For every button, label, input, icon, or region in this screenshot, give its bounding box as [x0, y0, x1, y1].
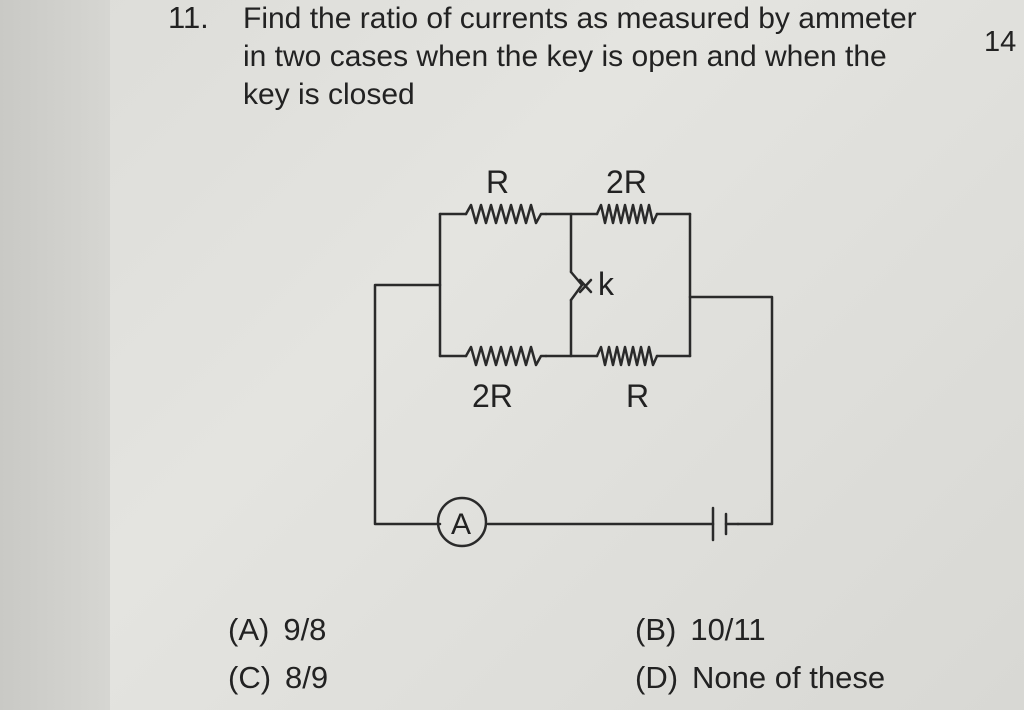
option-d[interactable]: (D) None of these — [635, 660, 885, 696]
option-b[interactable]: (B) 10/11 — [635, 612, 766, 648]
ammeter-icon — [436, 496, 488, 548]
label-key: k — [598, 266, 615, 302]
key-switch-icon — [569, 270, 584, 302]
resistor-top-left-icon — [464, 203, 548, 225]
key-cross-icon — [578, 278, 593, 294]
resistor-bottom-left-icon — [464, 345, 548, 367]
option-a-label: (A) — [228, 612, 270, 647]
option-c-label: (C) — [228, 660, 272, 695]
label-top-left-resistor: R — [486, 164, 509, 200]
question-line-1: Find the ratio of currents as measured b… — [243, 2, 917, 35]
option-c-text: 8/9 — [285, 660, 329, 695]
label-ammeter: A — [451, 508, 471, 541]
label-top-right-resistor: 2R — [606, 164, 647, 200]
question-line-2: in two cases when the key is open and wh… — [243, 40, 887, 73]
option-d-label: (D) — [635, 660, 679, 695]
option-c[interactable]: (C) 8/9 — [228, 660, 328, 696]
wire-outer-left — [373, 283, 442, 526]
wire-outer-right — [688, 295, 774, 526]
option-b-label: (B) — [635, 612, 677, 647]
label-bottom-right-resistor: R — [626, 378, 649, 414]
label-bottom-left-resistor: 2R — [472, 378, 513, 414]
option-a-text: 9/8 — [283, 612, 327, 647]
option-a[interactable]: (A) 9/8 — [228, 612, 326, 648]
page-number: 14 — [984, 26, 1017, 58]
question-number: 11. — [168, 0, 209, 35]
option-d-text: None of these — [692, 660, 886, 695]
option-b-text: 10/11 — [690, 612, 766, 647]
resistor-top-right-icon — [595, 203, 659, 225]
page-edge-shadow — [0, 0, 110, 710]
resistor-bottom-right-icon — [595, 345, 659, 367]
question-text: Find the ratio of currents as measured b… — [243, 0, 983, 114]
question-line-3: key is closed — [243, 78, 415, 111]
